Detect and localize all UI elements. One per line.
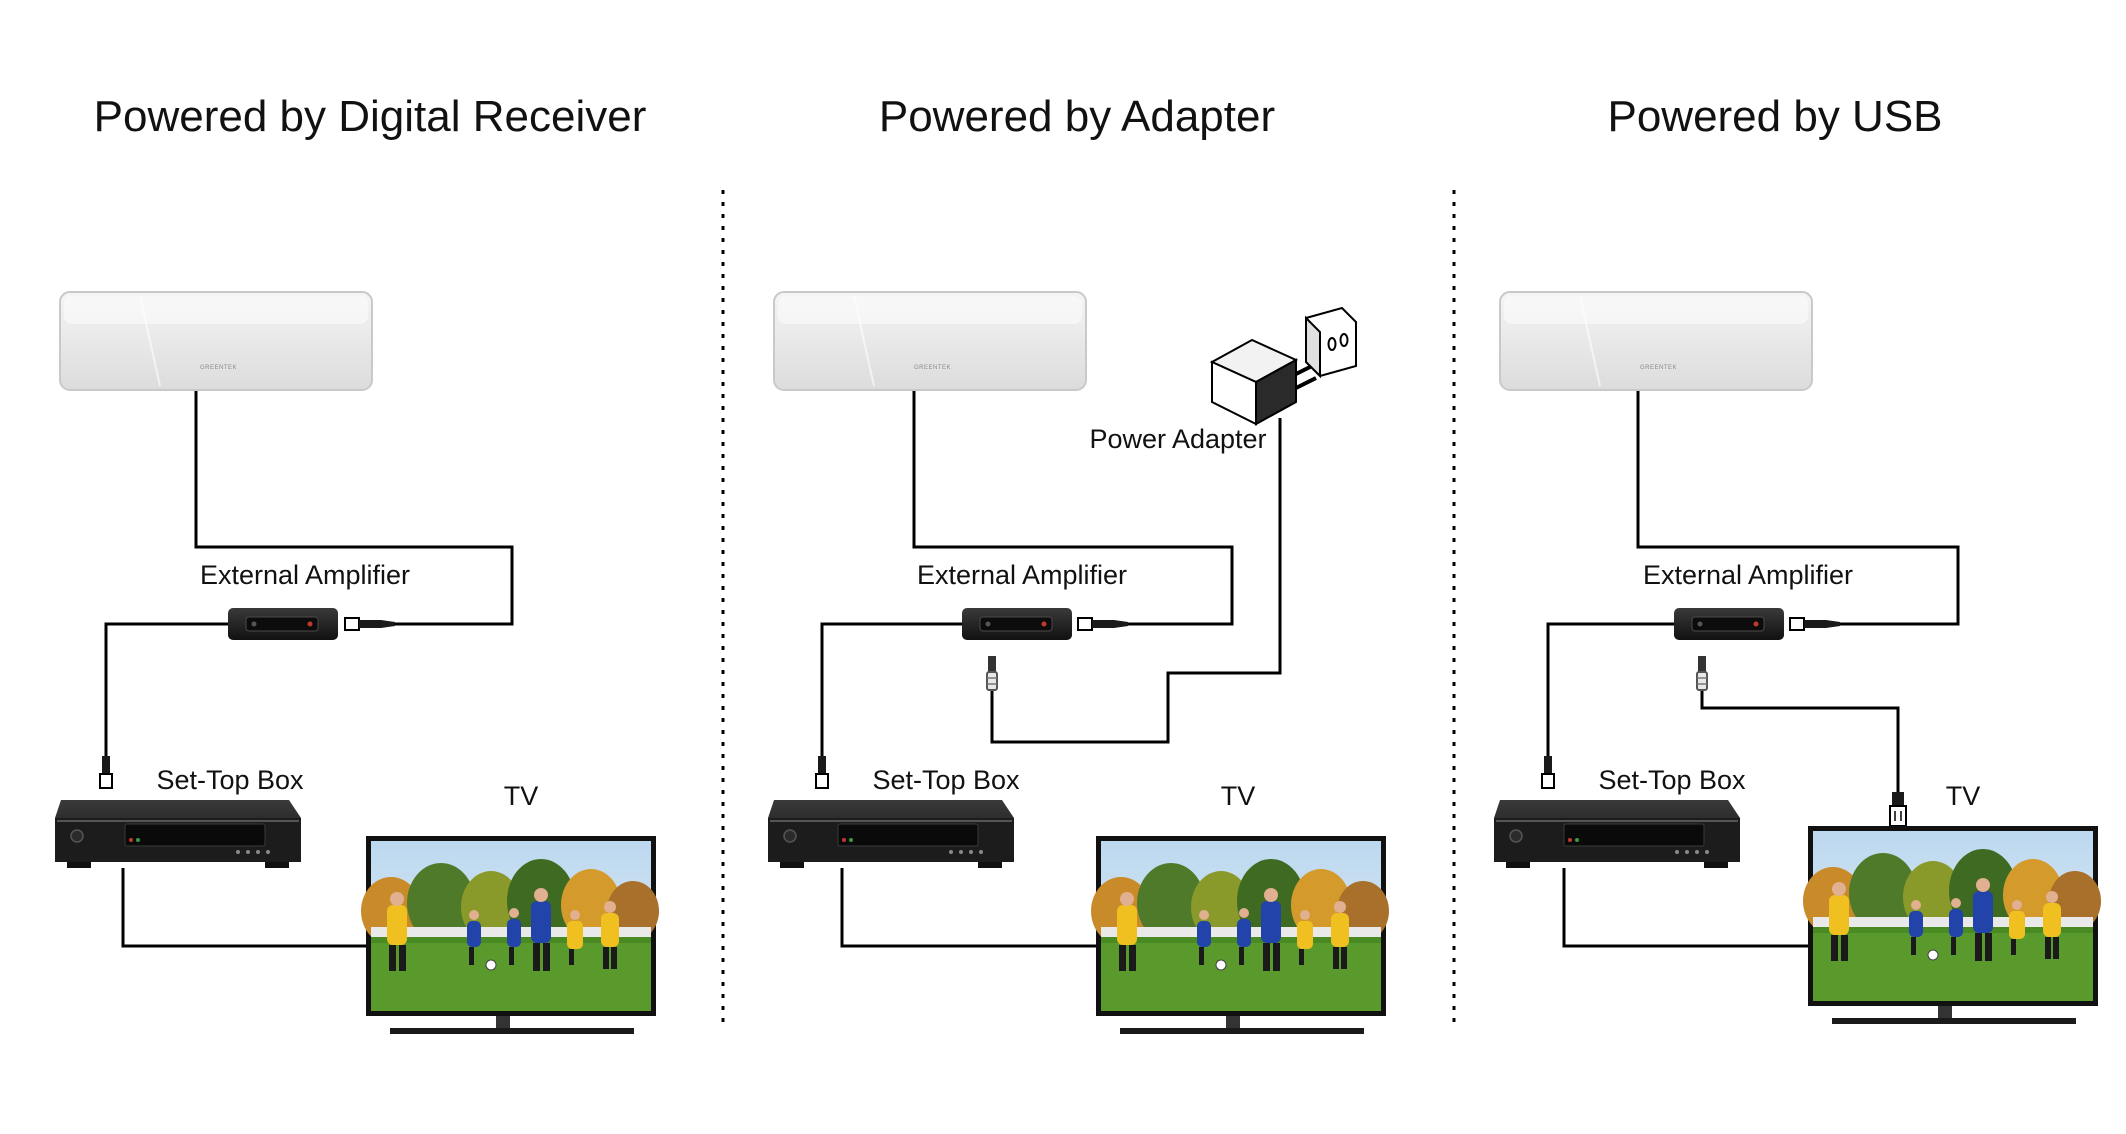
antenna-icon: GREENTEK bbox=[59, 291, 373, 391]
antenna-icon: GREENTEK bbox=[1499, 291, 1813, 391]
coax-connector-icon bbox=[1541, 755, 1555, 789]
dc-connector-icon bbox=[1696, 655, 1708, 691]
stb-to-tv-cable bbox=[840, 868, 1100, 948]
amplifier-label: External Amplifier bbox=[917, 560, 1127, 590]
stb-to-tv-cable bbox=[1562, 868, 1810, 948]
panel-title: Powered by USB bbox=[1607, 92, 1942, 141]
tv-icon bbox=[361, 836, 659, 1034]
wall-socket-icon bbox=[1305, 306, 1357, 379]
tv-icon bbox=[1091, 836, 1389, 1034]
panel-adapter: Powered by Adapter GREENTEK Power Adapte… bbox=[767, 92, 1389, 1034]
tv-icon bbox=[1803, 826, 2101, 1024]
adapter-to-amplifier-cable bbox=[990, 418, 1282, 744]
amplifier-icon bbox=[227, 607, 339, 641]
coax-connector-icon bbox=[1789, 617, 1841, 631]
dc-connector-icon bbox=[986, 655, 998, 691]
amplifier-to-stb-cable bbox=[104, 622, 228, 756]
amplifier-label: External Amplifier bbox=[200, 560, 410, 590]
set-top-box-icon bbox=[54, 799, 302, 869]
amplifier-to-stb-cable bbox=[820, 622, 962, 756]
amplifier-icon bbox=[961, 607, 1073, 641]
antenna-brand: GREENTEK bbox=[200, 365, 237, 371]
usb-plug-icon bbox=[1889, 792, 1907, 827]
tv-label: TV bbox=[504, 781, 539, 811]
antenna-to-amplifier-cable bbox=[912, 383, 1234, 626]
tv-label: TV bbox=[1946, 781, 1981, 811]
antenna-to-amplifier-cable bbox=[194, 383, 514, 626]
set-top-box-icon bbox=[1493, 799, 1741, 869]
set-top-box-label: Set-Top Box bbox=[872, 765, 1020, 795]
amplifier-label: External Amplifier bbox=[1643, 560, 1853, 590]
coax-connector-icon bbox=[1077, 617, 1129, 631]
antenna-brand: GREENTEK bbox=[1640, 365, 1677, 371]
amplifier-icon bbox=[1673, 607, 1785, 641]
coax-connector-icon bbox=[815, 755, 829, 789]
panel-title: Powered by Digital Receiver bbox=[94, 92, 647, 141]
tv-label: TV bbox=[1221, 781, 1256, 811]
set-top-box-label: Set-Top Box bbox=[1598, 765, 1746, 795]
panel-usb: Powered by USB GREENTEK External Amplifi… bbox=[1493, 92, 2101, 1024]
panel-title: Powered by Adapter bbox=[879, 92, 1275, 141]
set-top-box-label: Set-Top Box bbox=[156, 765, 304, 795]
coax-connector-icon bbox=[99, 755, 113, 789]
antenna-icon: GREENTEK bbox=[773, 291, 1087, 391]
panel-digital-receiver: Powered by Digital Receiver GREENTEK Ext… bbox=[54, 92, 659, 1034]
stb-to-tv-cable bbox=[121, 868, 368, 948]
amplifier-to-stb-cable bbox=[1546, 622, 1674, 756]
power-adapter-label: Power Adapter bbox=[1089, 424, 1266, 454]
coax-connector-icon bbox=[344, 617, 396, 631]
power-adapter-icon bbox=[1209, 338, 1317, 426]
usb-to-amplifier-cable bbox=[1700, 690, 1900, 792]
antenna-to-amplifier-cable bbox=[1636, 383, 1960, 626]
set-top-box-icon bbox=[767, 799, 1015, 869]
antenna-brand: GREENTEK bbox=[914, 365, 951, 371]
